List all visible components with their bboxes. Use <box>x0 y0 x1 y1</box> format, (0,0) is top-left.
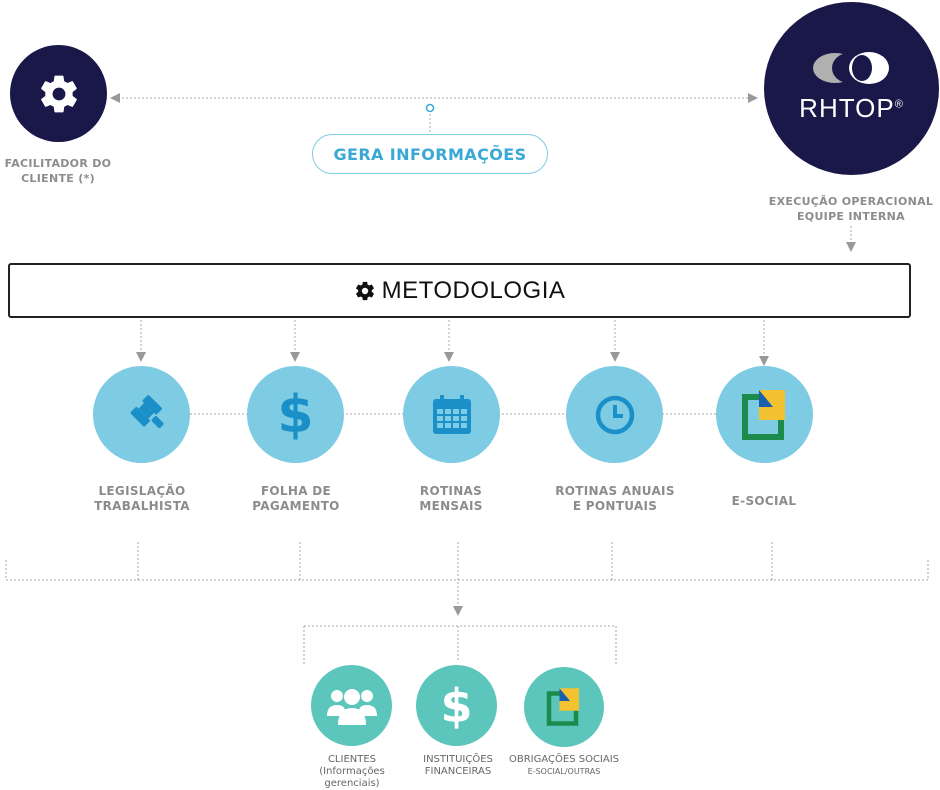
gavel-icon <box>129 394 163 428</box>
facilitator-label: FACILITADOR DO CLIENTE (*) <box>4 157 112 185</box>
calendar-icon <box>432 394 471 434</box>
dollar-icon: $ <box>440 678 473 733</box>
folha-circle: $ <box>247 366 344 463</box>
esocial-icon <box>741 389 785 440</box>
esocial-icon <box>546 688 579 726</box>
esocial-circle <box>716 366 813 463</box>
clientes-circle <box>311 665 392 746</box>
clock-icon <box>595 395 634 434</box>
rhtop-logo-icon <box>812 52 889 84</box>
gear-icon <box>40 75 77 112</box>
gear-icon <box>355 281 374 300</box>
rhtop-logo-circle: RHTOP® <box>764 2 939 175</box>
legislacao-circle <box>93 366 190 463</box>
rotinas-mensais-circle <box>403 366 500 463</box>
execution-label: EXECUÇÃO OPERACIONAL EQUIPE INTERNA <box>768 195 934 223</box>
dollar-icon: $ <box>277 384 314 445</box>
instituicoes-circle: $ <box>416 665 497 746</box>
gera-informacoes-pill: GERA INFORMAÇÕES <box>312 134 548 174</box>
methodology-title: METODOLOGIA <box>381 276 566 304</box>
methodology-bar: METODOLOGIA <box>8 263 911 318</box>
instituicoes-label: INSTITUIÇÕES FINANCEIRAS <box>423 754 493 777</box>
rhtop-wordmark: RHTOP® <box>799 93 904 123</box>
clientes-label: CLIENTES (Informações gerenciais) <box>319 754 385 789</box>
esocial-label: E-SOCIAL <box>731 494 797 508</box>
facilitator-circle <box>10 45 107 142</box>
obrigacoes-label: OBRIGAÇÕES SOCIAIS E-SOCIAL/OUTRAS <box>508 754 620 776</box>
obrigacoes-circle <box>524 667 604 747</box>
users-icon <box>326 688 377 725</box>
rotinas-anuais-circle <box>566 366 663 463</box>
pill-label: GERA INFORMAÇÕES <box>333 144 527 164</box>
